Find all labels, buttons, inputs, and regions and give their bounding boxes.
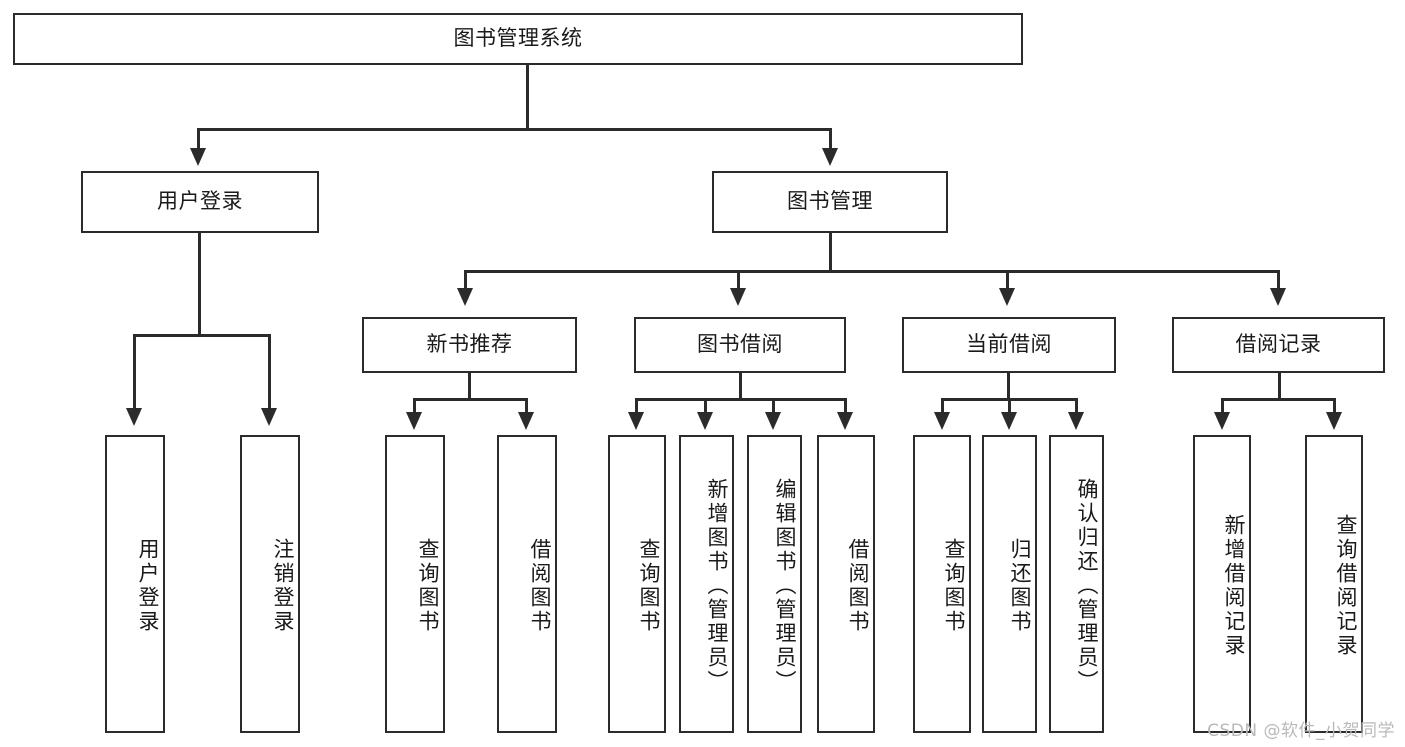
leaf-add-record[interactable]: 新增借阅记录 [1193, 435, 1251, 733]
arrow-bb-to-leaf-4 [837, 412, 853, 430]
leaf-label: 归还图书 [1008, 538, 1032, 634]
leaf-query-book-2[interactable]: 查询图书 [608, 435, 666, 733]
leaf-edit-book[interactable]: 编辑图书（管理员） [747, 435, 802, 733]
edge-new-book-recommend-stem [468, 373, 471, 400]
node-user-login[interactable]: 用户登录 [81, 171, 319, 233]
node-label: 新书推荐 [426, 332, 513, 357]
arrow-bm-to-borrow-record [1270, 288, 1286, 306]
node-label: 图书管理 [787, 189, 873, 214]
edge-br-to-leaf-1 [1221, 398, 1224, 416]
edge-user-login-stem [198, 233, 201, 336]
edge-bm-to-borrow-record [1277, 270, 1280, 292]
edge-root-bus [197, 128, 832, 131]
leaf-borrow-book-2[interactable]: 借阅图书 [817, 435, 875, 733]
edge-book-management-stem [829, 233, 832, 272]
edge-borrow-record-bus [1221, 398, 1336, 401]
arrow-user-login-to-leaf-2 [261, 408, 277, 426]
arrow-bb-to-leaf-1 [628, 412, 644, 430]
edge-book-management-bus [464, 270, 1280, 273]
arrow-nbr-to-leaf-2 [518, 412, 534, 430]
arrow-bm-to-current-borrow [999, 288, 1015, 306]
node-label: 用户登录 [157, 189, 243, 214]
arrow-root-to-user-login [190, 148, 206, 166]
edge-bb-to-leaf-3 [772, 398, 775, 416]
leaf-label: 新增图书（管理员） [705, 478, 729, 694]
leaf-label: 查询图书 [416, 538, 440, 634]
leaf-return-book[interactable]: 归还图书 [982, 435, 1037, 733]
leaf-user-login[interactable]: 用户登录 [105, 435, 165, 733]
edge-cb-to-leaf-3 [1075, 398, 1078, 416]
edge-root-to-book-management [829, 128, 832, 152]
arrow-cb-to-leaf-1 [934, 412, 950, 430]
node-label: 当前借阅 [966, 332, 1052, 357]
leaf-query-book-1[interactable]: 查询图书 [385, 435, 445, 733]
edge-bb-to-leaf-2 [704, 398, 707, 416]
edge-bb-to-leaf-1 [635, 398, 638, 416]
arrow-bm-to-book-borrow [730, 288, 746, 306]
arrow-root-to-book-management [822, 148, 838, 166]
arrow-bb-to-leaf-3 [765, 412, 781, 430]
node-current-borrow[interactable]: 当前借阅 [902, 317, 1116, 373]
edge-book-borrow-bus [635, 398, 847, 401]
leaf-label: 用户登录 [136, 538, 160, 634]
arrow-bm-to-new-book-recommend [457, 288, 473, 306]
edge-root-to-user-login [197, 128, 200, 152]
edge-book-borrow-stem [739, 373, 742, 400]
node-book-management[interactable]: 图书管理 [712, 171, 948, 233]
edge-bm-to-current-borrow [1006, 270, 1009, 292]
edge-cb-to-leaf-2 [1008, 398, 1011, 416]
arrow-cb-to-leaf-3 [1068, 412, 1084, 430]
edge-current-borrow-stem [1007, 373, 1010, 400]
arrow-br-to-leaf-1 [1214, 412, 1230, 430]
node-label: 借阅记录 [1235, 332, 1322, 357]
leaf-logout-login[interactable]: 注销登录 [240, 435, 300, 733]
leaf-query-record[interactable]: 查询借阅记录 [1305, 435, 1363, 733]
edge-user-login-bus [133, 334, 270, 337]
leaf-confirm-return[interactable]: 确认归还（管理员） [1049, 435, 1104, 733]
node-label: 图书管理系统 [453, 26, 583, 51]
edge-cb-to-leaf-1 [941, 398, 944, 416]
node-book-borrow[interactable]: 图书借阅 [634, 317, 846, 373]
leaf-label: 注销登录 [271, 538, 295, 634]
edge-root-stem [526, 65, 529, 130]
leaf-label: 确认归还（管理员） [1075, 478, 1099, 694]
leaf-label: 新增借阅记录 [1222, 514, 1246, 658]
leaf-borrow-book-1[interactable]: 借阅图书 [497, 435, 557, 733]
edge-new-book-recommend-bus [413, 398, 528, 401]
node-borrow-record[interactable]: 借阅记录 [1172, 317, 1385, 373]
edge-br-to-leaf-2 [1333, 398, 1336, 416]
leaf-add-book[interactable]: 新增图书（管理员） [679, 435, 734, 733]
edge-user-login-to-leaf-2 [268, 334, 271, 412]
leaf-label: 查询图书 [637, 538, 661, 634]
watermark-text: CSDN @软件_小贺同学 [1207, 721, 1395, 741]
arrow-nbr-to-leaf-1 [406, 412, 422, 430]
arrow-bb-to-leaf-2 [697, 412, 713, 430]
arrow-br-to-leaf-2 [1326, 412, 1342, 430]
leaf-label: 借阅图书 [846, 538, 870, 634]
edge-user-login-to-leaf-1 [133, 334, 136, 412]
edge-bm-to-new-book-recommend [464, 270, 467, 292]
arrow-user-login-to-leaf-1 [126, 408, 142, 426]
leaf-label: 查询图书 [942, 538, 966, 634]
leaf-label: 编辑图书（管理员） [773, 478, 797, 694]
node-label: 图书借阅 [697, 332, 783, 357]
arrow-cb-to-leaf-2 [1001, 412, 1017, 430]
leaf-label: 借阅图书 [528, 538, 552, 634]
leaf-query-book-3[interactable]: 查询图书 [913, 435, 971, 733]
leaf-label: 查询借阅记录 [1334, 514, 1358, 658]
node-new-book-recommend[interactable]: 新书推荐 [362, 317, 577, 373]
edge-nbr-to-leaf-2 [525, 398, 528, 416]
edge-nbr-to-leaf-1 [413, 398, 416, 416]
edge-bm-to-book-borrow [737, 270, 740, 292]
edge-bb-to-leaf-4 [844, 398, 847, 416]
edge-borrow-record-stem [1278, 373, 1281, 400]
node-root-book-management-system[interactable]: 图书管理系统 [13, 13, 1023, 65]
